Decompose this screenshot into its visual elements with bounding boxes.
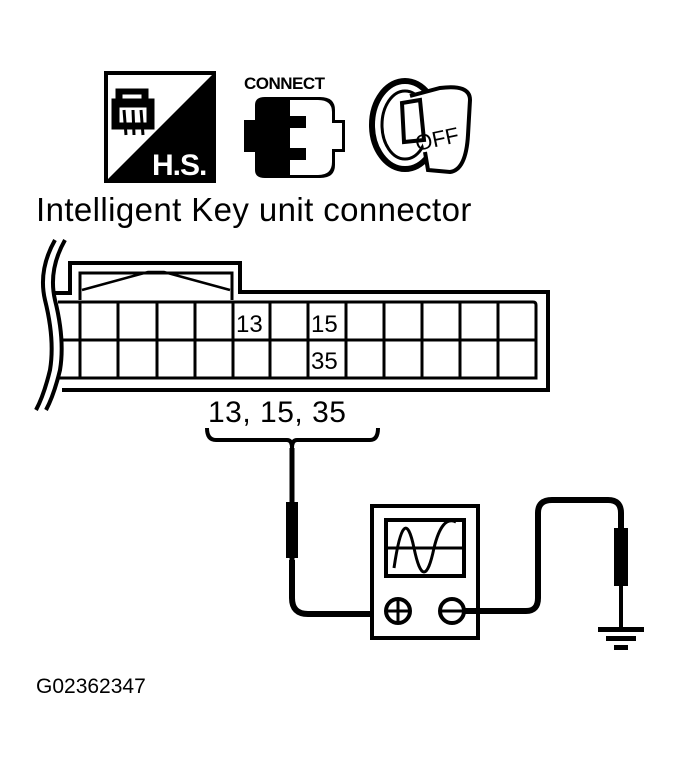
- connect-icon: [244, 97, 345, 178]
- connect-icon-label: CONNECT: [244, 74, 325, 93]
- svg-text:H.S.: H.S.: [152, 149, 206, 182]
- negative-probe-lead: [464, 497, 628, 628]
- pin-group-brace: [205, 427, 380, 449]
- negative-terminal-icon: [438, 597, 466, 625]
- pin-label-13: 13: [236, 311, 263, 338]
- sine-wave-icon: [392, 519, 457, 574]
- connector-grid: [78, 302, 500, 378]
- hs-harness-connector-icon: H.S.: [104, 71, 216, 183]
- pin-label-15: 15: [311, 311, 338, 338]
- positive-probe-lead: [286, 448, 378, 617]
- oscilloscope: [370, 504, 480, 640]
- ground-icon: [598, 627, 644, 650]
- diagram-title: Intelligent Key unit connector: [36, 191, 472, 228]
- positive-terminal-icon: [384, 597, 412, 625]
- pin-label-35: 35: [311, 348, 338, 375]
- probe-pins-label: 13, 15, 35: [208, 396, 347, 429]
- connector-body: [34, 239, 550, 411]
- ignition-key-off-icon: OFF: [369, 78, 473, 175]
- figure-id: G02362347: [36, 675, 146, 698]
